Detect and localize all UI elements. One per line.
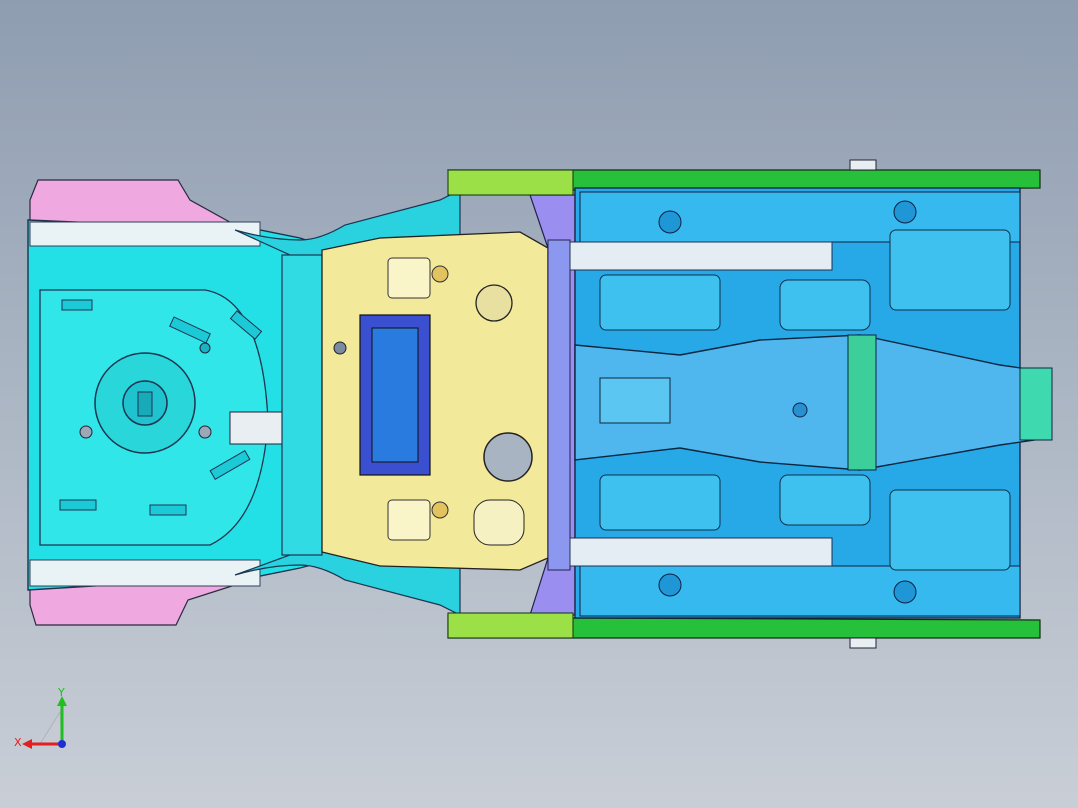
tunnel[interactable] — [574, 334, 1053, 471]
rear-floor-panel[interactable] — [27, 219, 331, 591]
heelkick-panel[interactable] — [529, 194, 576, 616]
y-axis-label: Y — [57, 688, 65, 699]
seat-crossmember[interactable] — [321, 231, 549, 571]
axis-triad: X Y — [14, 688, 67, 749]
x-axis-arrowhead — [22, 739, 32, 749]
y-axis-arrowhead — [57, 696, 67, 706]
x-axis-label: X — [14, 736, 22, 749]
z-axis-dot — [58, 740, 66, 748]
